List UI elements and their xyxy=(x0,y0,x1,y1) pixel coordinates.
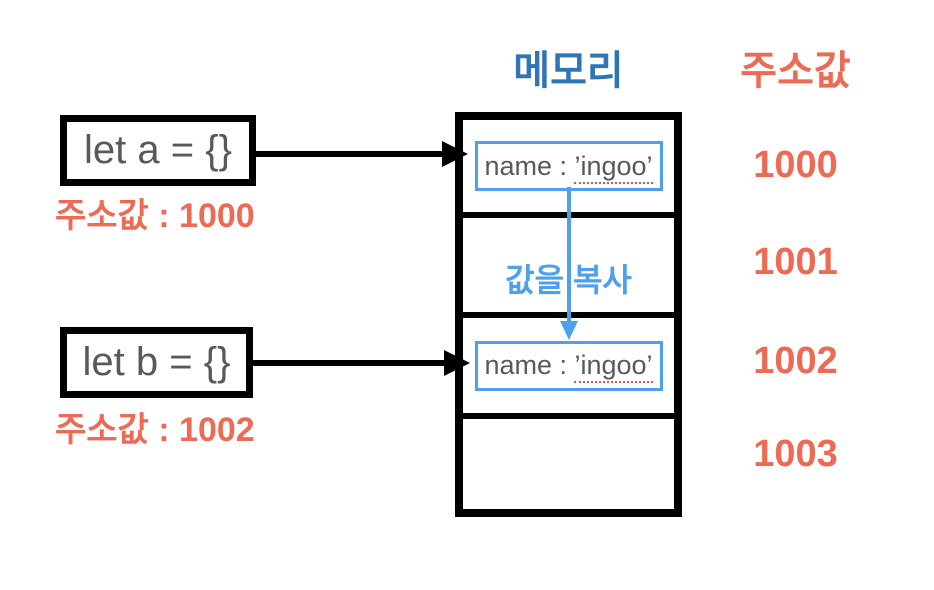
memory-column-title: 메모리 xyxy=(513,49,624,93)
object-value-box-1000: name : ’ingoo’ xyxy=(474,141,663,191)
variable-box-b: let b = {} xyxy=(60,327,253,398)
object-value-text-1002: name : ’ingoo’ xyxy=(484,350,653,383)
variable-b-declaration: let b = {} xyxy=(82,340,231,384)
value-string-spellcheck: ’ingoo’ xyxy=(574,150,653,184)
address-column-title: 주소값 xyxy=(740,49,851,93)
address-value-1000: 1000 xyxy=(753,144,838,186)
copy-value-label: 값을 복사 xyxy=(505,262,632,298)
address-value-1001: 1001 xyxy=(753,241,838,283)
address-value-1002: 1002 xyxy=(753,340,838,382)
value-prefix: name : xyxy=(484,350,575,380)
memory-cell-1002: name : ’ingoo’ xyxy=(463,318,674,419)
memory-cell-1000: name : ’ingoo’ xyxy=(463,120,674,218)
variable-b-address-label: 주소값 : 1002 xyxy=(55,411,255,449)
object-value-text-1000: name : ’ingoo’ xyxy=(484,150,653,184)
variable-box-a: let a = {} xyxy=(60,115,256,186)
value-string-spellcheck: ’ingoo’ xyxy=(574,350,653,383)
memory-cell-1003 xyxy=(463,419,674,509)
pointer-arrow-b xyxy=(250,350,470,376)
pointer-arrow-a xyxy=(252,141,468,167)
variable-a-declaration: let a = {} xyxy=(84,128,232,172)
value-prefix: name : xyxy=(484,150,575,181)
memory-table: name : ’ingoo’ 값을 복사 name : ’ingoo’ xyxy=(455,112,682,517)
address-value-1003: 1003 xyxy=(753,433,838,475)
variable-a-address-label: 주소값 : 1000 xyxy=(55,197,255,235)
object-value-box-1002: name : ’ingoo’ xyxy=(474,340,663,391)
memory-cell-1001: 값을 복사 xyxy=(463,218,674,318)
